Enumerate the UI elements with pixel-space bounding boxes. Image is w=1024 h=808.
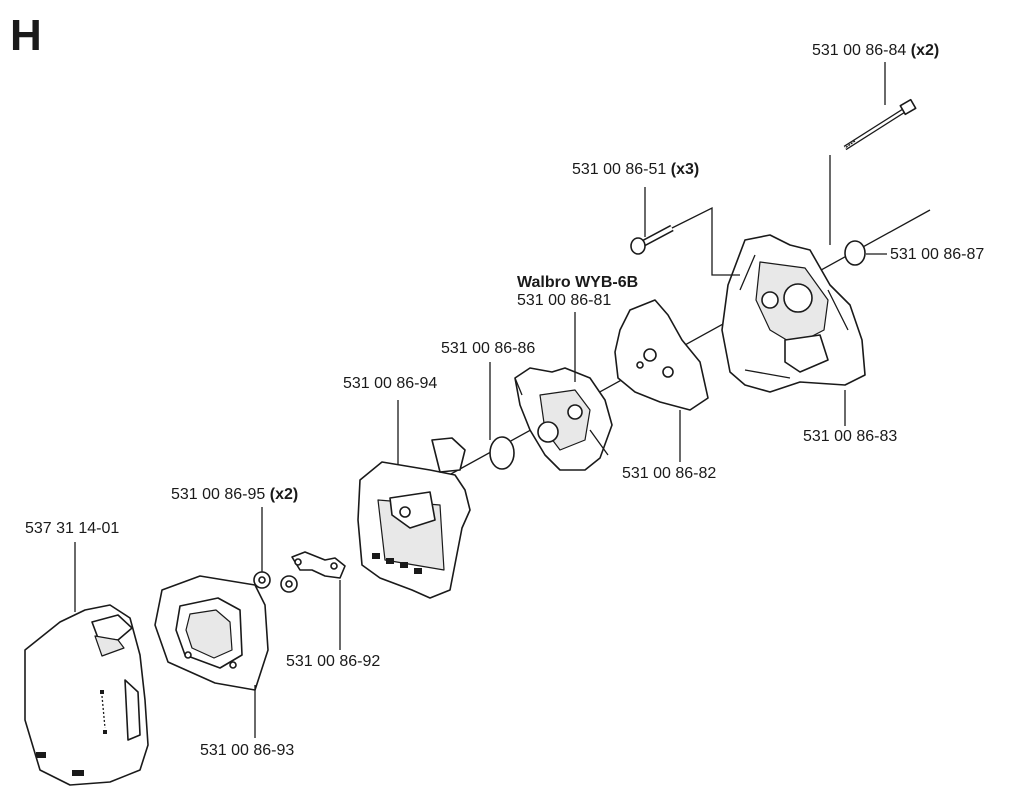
part-number: 531 00 86-87 (890, 246, 985, 263)
o-ring-87-drawing (844, 240, 866, 266)
part-number: 531 00 86-81 (517, 292, 612, 309)
part-label-86-94: 531 00 86-94 (343, 375, 437, 393)
part-number: 537 31 14-01 (25, 520, 120, 537)
filter-element-drawing (154, 575, 269, 691)
part-number: 531 00 86-95 (171, 486, 266, 503)
carburetor-drawing (514, 367, 613, 471)
screw-drawing (630, 224, 674, 255)
o-ring-86-drawing (489, 436, 515, 470)
section-letter: H (10, 11, 42, 60)
part-number: 531 00 86-51 (572, 161, 667, 178)
carburetor-model-label: Walbro WYB-6B (517, 274, 639, 291)
part-number: 531 00 86-93 (200, 742, 295, 759)
bracket-drawing (291, 551, 346, 579)
filter-cover-drawing (24, 604, 149, 786)
part-number: 531 00 86-92 (286, 653, 381, 670)
part-number: 531 00 86-82 (622, 465, 717, 482)
part-label-86-92: 531 00 86-92 (286, 653, 380, 671)
part-label-86-93: 531 00 86-93 (200, 742, 294, 760)
part-number: 531 00 86-83 (803, 428, 898, 445)
part-number: 531 00 86-84 (812, 42, 907, 59)
part-label-86-81: 531 00 86-81 (517, 292, 611, 310)
gasket-drawing (614, 299, 709, 411)
part-label-86-83: 531 00 86-83 (803, 428, 897, 446)
part-label-86-86: 531 00 86-86 (441, 340, 535, 358)
part-label-86-82: 531 00 86-82 (622, 465, 716, 483)
part-number: 531 00 86-94 (343, 375, 438, 392)
part-label-86-84: 531 00 86-84 (x2) (812, 42, 939, 60)
part-label-14-01: 537 31 14-01 (25, 520, 119, 538)
air-filter-housing-drawing (357, 437, 471, 599)
leader-lines (74, 62, 887, 738)
part-quantity: (x2) (910, 42, 940, 59)
part-quantity: (x2) (269, 486, 299, 503)
part-label-86-87: 531 00 86-87 (890, 246, 984, 264)
long-bolt-drawing (843, 98, 917, 151)
part-quantity: (x3) (670, 161, 700, 178)
part-label-86-95: 531 00 86-95 (x2) (171, 486, 298, 504)
part-number: 531 00 86-86 (441, 340, 536, 357)
part-label-86-51: 531 00 86-51 (x3) (572, 161, 699, 179)
carburetor-housing-drawing (721, 234, 866, 393)
nuts-drawing (253, 571, 298, 593)
